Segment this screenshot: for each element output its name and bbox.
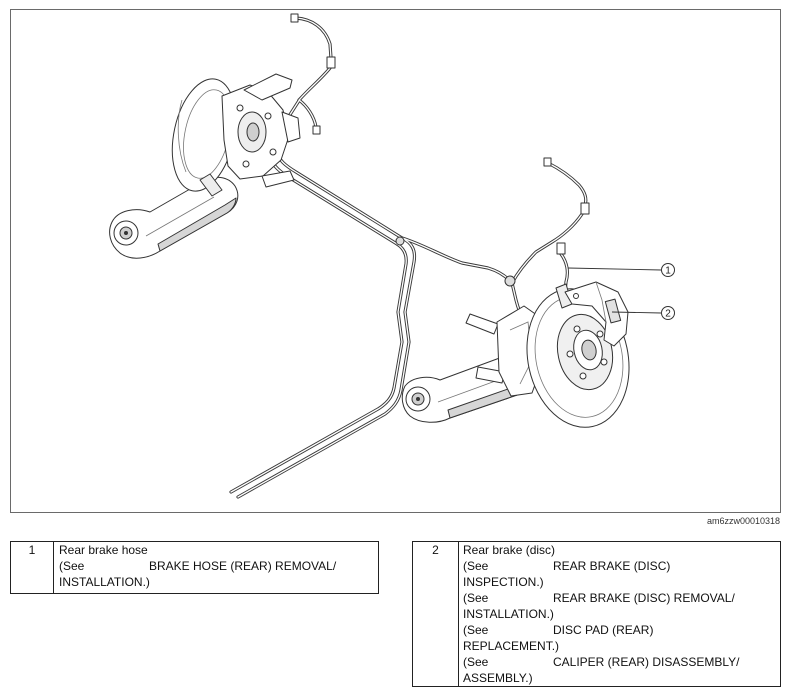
pipe-clip: [395, 236, 405, 246]
reference-link[interactable]: REAR BRAKE (DISC): [553, 559, 671, 573]
callouts: 1 2: [567, 263, 675, 320]
fittings: [267, 13, 590, 287]
legend-number: 1: [11, 542, 54, 593]
lower-link: [261, 170, 295, 188]
reference-line: (See REAR BRAKE (DISC) REMOVAL/: [463, 590, 740, 606]
bushing-bolt: [416, 397, 420, 401]
fitting: [543, 157, 552, 167]
see-prefix: (See: [59, 559, 85, 573]
brake-hose-left-caliper-core: [298, 99, 317, 128]
wheel-stud: [600, 358, 608, 366]
rear-brake-hose-core: [560, 253, 568, 293]
legend-number: 2: [413, 542, 459, 686]
bolt: [269, 148, 277, 156]
trailing-arm-shade: [157, 197, 237, 252]
brake-pipe-right-riser: [510, 212, 584, 285]
see-prefix: (See: [463, 591, 489, 605]
reference-line: (See DISC PAD (REAR): [463, 622, 740, 638]
reference-link-continued[interactable]: INSPECTION.): [463, 575, 544, 589]
brake-pipe-front: [229, 242, 408, 494]
arm-mount: [199, 173, 223, 197]
see-prefix: (See: [463, 623, 489, 637]
dust-shield-contour: [177, 99, 187, 173]
fitting: [326, 56, 336, 69]
wheel-stud: [579, 372, 587, 380]
fitting: [580, 202, 590, 215]
left-rear-suspension-assembly: [109, 73, 301, 259]
bolt: [264, 112, 272, 120]
see-prefix: (See: [463, 559, 489, 573]
brake-hose-right-upper-core: [547, 162, 587, 206]
brake-hose-left-upper: [294, 16, 333, 60]
legend-text: Rear brake hose (See BRAKE HOSE (REAR) RE…: [54, 542, 336, 593]
reference-link-continued[interactable]: REPLACEMENT.): [463, 639, 560, 653]
legend-title: Rear brake hose: [59, 543, 148, 557]
wheel-stud: [566, 350, 574, 358]
brake-pipe-diagonal: [274, 148, 404, 240]
caliper-contour: [595, 281, 607, 323]
hub-center: [581, 339, 597, 361]
callout-2-leader: [611, 311, 662, 314]
bolt: [236, 104, 244, 112]
wheel-stud: [573, 325, 581, 333]
reference-line: (See BRAKE HOSE (REAR) REMOVAL/: [59, 558, 336, 574]
callout-2-label: 2: [665, 309, 671, 320]
brake-hose-left-caliper: [297, 98, 318, 129]
reference-line: (See CALIPER (REAR) DISASSEMBLY/: [463, 654, 740, 670]
wheel-stud: [596, 330, 604, 338]
callout-1-circle: [661, 263, 675, 277]
trailing-arm-edge: [145, 196, 215, 237]
see-prefix: (See: [463, 655, 489, 669]
illustration-frame: 1 2: [10, 9, 781, 513]
brake-hose-right-upper: [546, 161, 588, 207]
fitting: [312, 125, 321, 135]
reference-link-continued[interactable]: INSTALLATION.): [59, 575, 150, 589]
callout-2-circle: [661, 306, 675, 320]
brake-pipe-front-core: [237, 237, 416, 498]
reference-line: (See REAR BRAKE (DISC): [463, 558, 740, 574]
bushing-bolt: [124, 231, 128, 235]
brake-pipe-front-core: [230, 243, 407, 493]
fitting: [290, 13, 299, 23]
pipe-clip: [504, 275, 516, 287]
upper-link: [465, 313, 499, 335]
caliper-pad: [604, 298, 622, 324]
reference-link[interactable]: REAR BRAKE (DISC) REMOVAL/: [553, 591, 735, 605]
callout-1-leader: [567, 267, 662, 271]
reference-link-continued[interactable]: INSTALLATION.): [463, 607, 554, 621]
hub-center: [246, 122, 260, 142]
right-rear-brake-assembly: [401, 281, 630, 428]
legend-item-1: 1 Rear brake hose (See BRAKE HOSE (REAR) …: [10, 541, 379, 594]
legend-title: Rear brake (disc): [463, 543, 556, 557]
caliper-bolt: [573, 293, 579, 299]
reference-link-continued[interactable]: ASSEMBLY.): [463, 671, 533, 685]
brake-pipe-front: [236, 236, 417, 499]
rear-brake-system-illustration: 1 2: [109, 13, 675, 499]
callout-1-label: 1: [665, 266, 671, 277]
image-code: am6zzw00010318: [706, 516, 780, 526]
left-caliper: [281, 111, 301, 143]
upper-link: [243, 73, 293, 101]
fitting: [556, 242, 566, 255]
brake-pipe-right-riser-core: [511, 213, 583, 284]
brake-pipe-right-core: [401, 237, 513, 284]
trailing-arm: [109, 176, 239, 259]
brake-caliper: [564, 281, 629, 347]
bolt: [242, 160, 250, 168]
brake-hose-left-upper-core: [295, 17, 332, 59]
reference-link[interactable]: CALIPER (REAR) DISASSEMBLY/: [553, 655, 740, 669]
reference-link[interactable]: BRAKE HOSE (REAR) REMOVAL/: [149, 559, 337, 573]
reference-link[interactable]: DISC PAD (REAR): [553, 623, 654, 637]
